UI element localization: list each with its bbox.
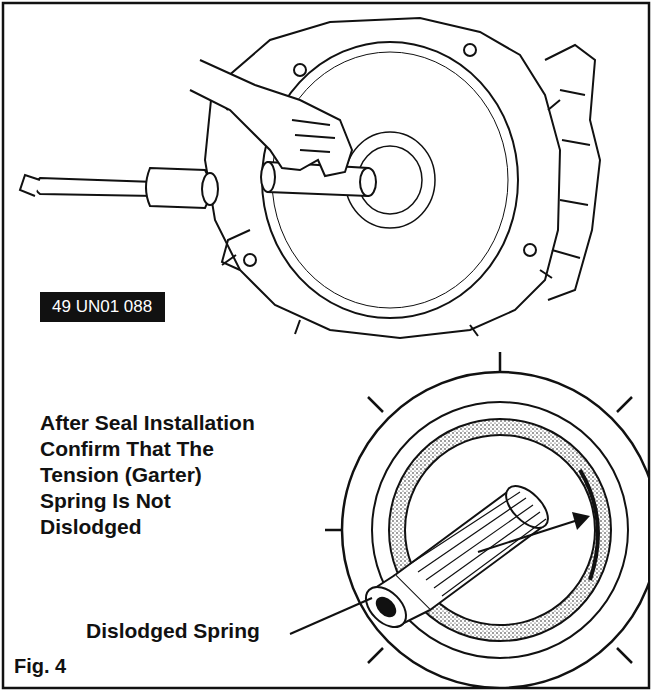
input-shaft xyxy=(358,479,555,635)
hand xyxy=(190,60,352,176)
tool-number: 49 UN01 088 xyxy=(52,297,153,317)
part-label: Dislodged Spring xyxy=(86,618,306,644)
figure-caption: Fig. 4 xyxy=(14,655,66,678)
tool-number-box: 49 UN01 088 xyxy=(40,292,165,322)
hammer xyxy=(20,168,218,208)
garter-spring xyxy=(580,470,598,580)
transaxle-housing xyxy=(205,18,600,338)
frame xyxy=(3,3,649,688)
seal-installer xyxy=(261,162,376,196)
seal-detail xyxy=(325,352,648,687)
note-text: After Seal Installation Confirm That The… xyxy=(40,410,268,540)
leader-line xyxy=(290,598,372,634)
